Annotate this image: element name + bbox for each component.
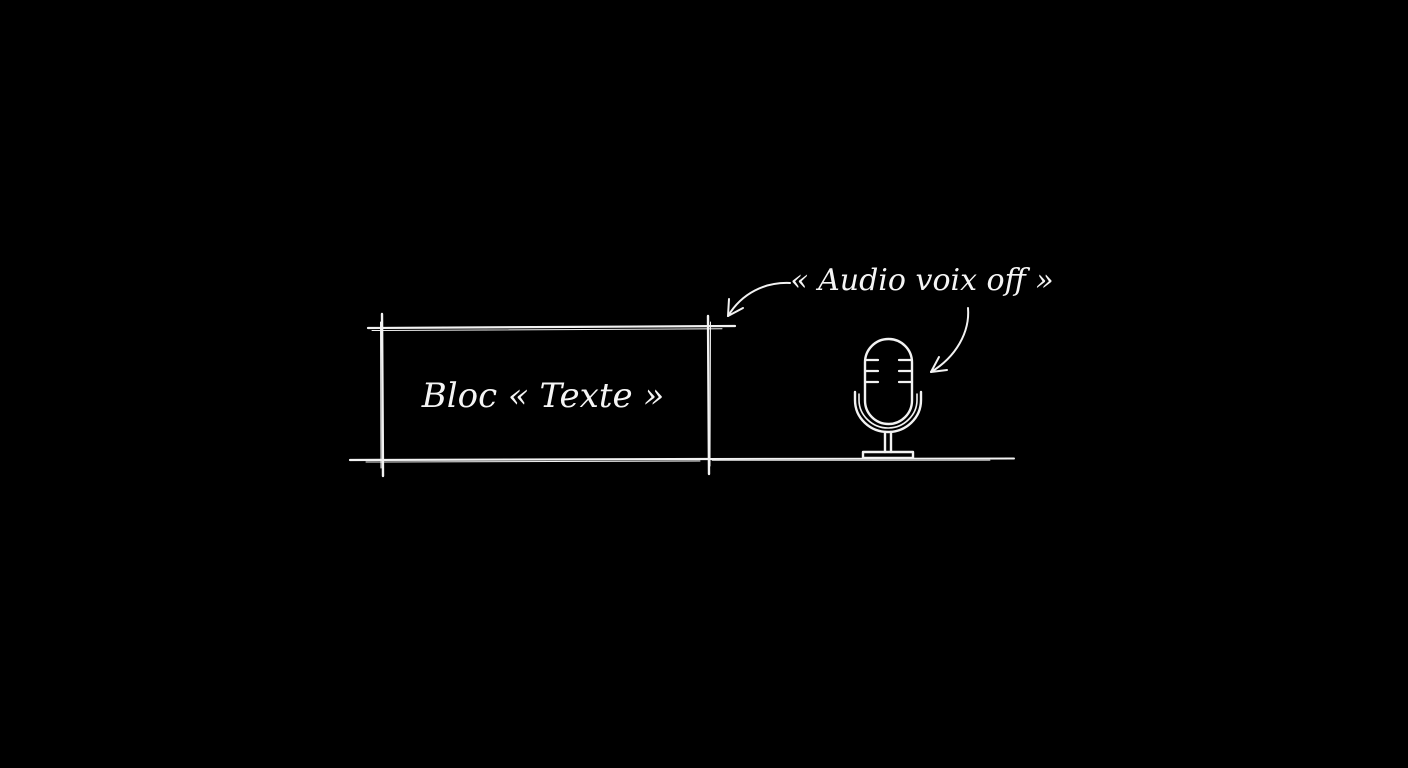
- microphone-icon: [853, 337, 923, 460]
- audio-voiceover-label: « Audio voix off »: [790, 263, 1054, 298]
- text-block-left-edge-sketch: [380, 321, 382, 469]
- text-block: Bloc « Texte »: [348, 312, 737, 478]
- text-block-top-edge-sketch: [371, 328, 723, 331]
- microphone-base: [861, 450, 915, 460]
- curved-arrow-icon: [727, 281, 791, 317]
- text-block-bottom-edge: [348, 457, 710, 462]
- text-block-right-edge: [706, 314, 711, 476]
- microphone-grille-right: [897, 358, 913, 384]
- microphone-capsule: [863, 337, 914, 426]
- microphone-holder-outer: [853, 390, 923, 434]
- text-block-bottom-edge-sketch: [365, 460, 701, 463]
- arrow-to-mic-head-bottom: [930, 369, 948, 373]
- text-block-right-edge-sketch: [709, 321, 711, 467]
- microphone-stand: [883, 430, 893, 454]
- ground-line: [707, 457, 1015, 460]
- curved-arrow-icon: [930, 307, 970, 373]
- microphone-grille-left: [864, 358, 880, 384]
- arrow-to-block-shaft: [727, 281, 791, 317]
- arrow-to-mic-head-top: [930, 356, 940, 373]
- text-block-left-edge: [380, 312, 385, 478]
- arrow-to-block-head-left: [727, 298, 730, 317]
- arrow-to-block-head-right: [727, 307, 744, 317]
- microphone-holder-inner: [858, 393, 918, 429]
- text-block-label: Bloc « Texte »: [421, 376, 665, 416]
- arrow-to-mic-shaft: [930, 307, 970, 373]
- text-block-top-edge: [366, 324, 737, 330]
